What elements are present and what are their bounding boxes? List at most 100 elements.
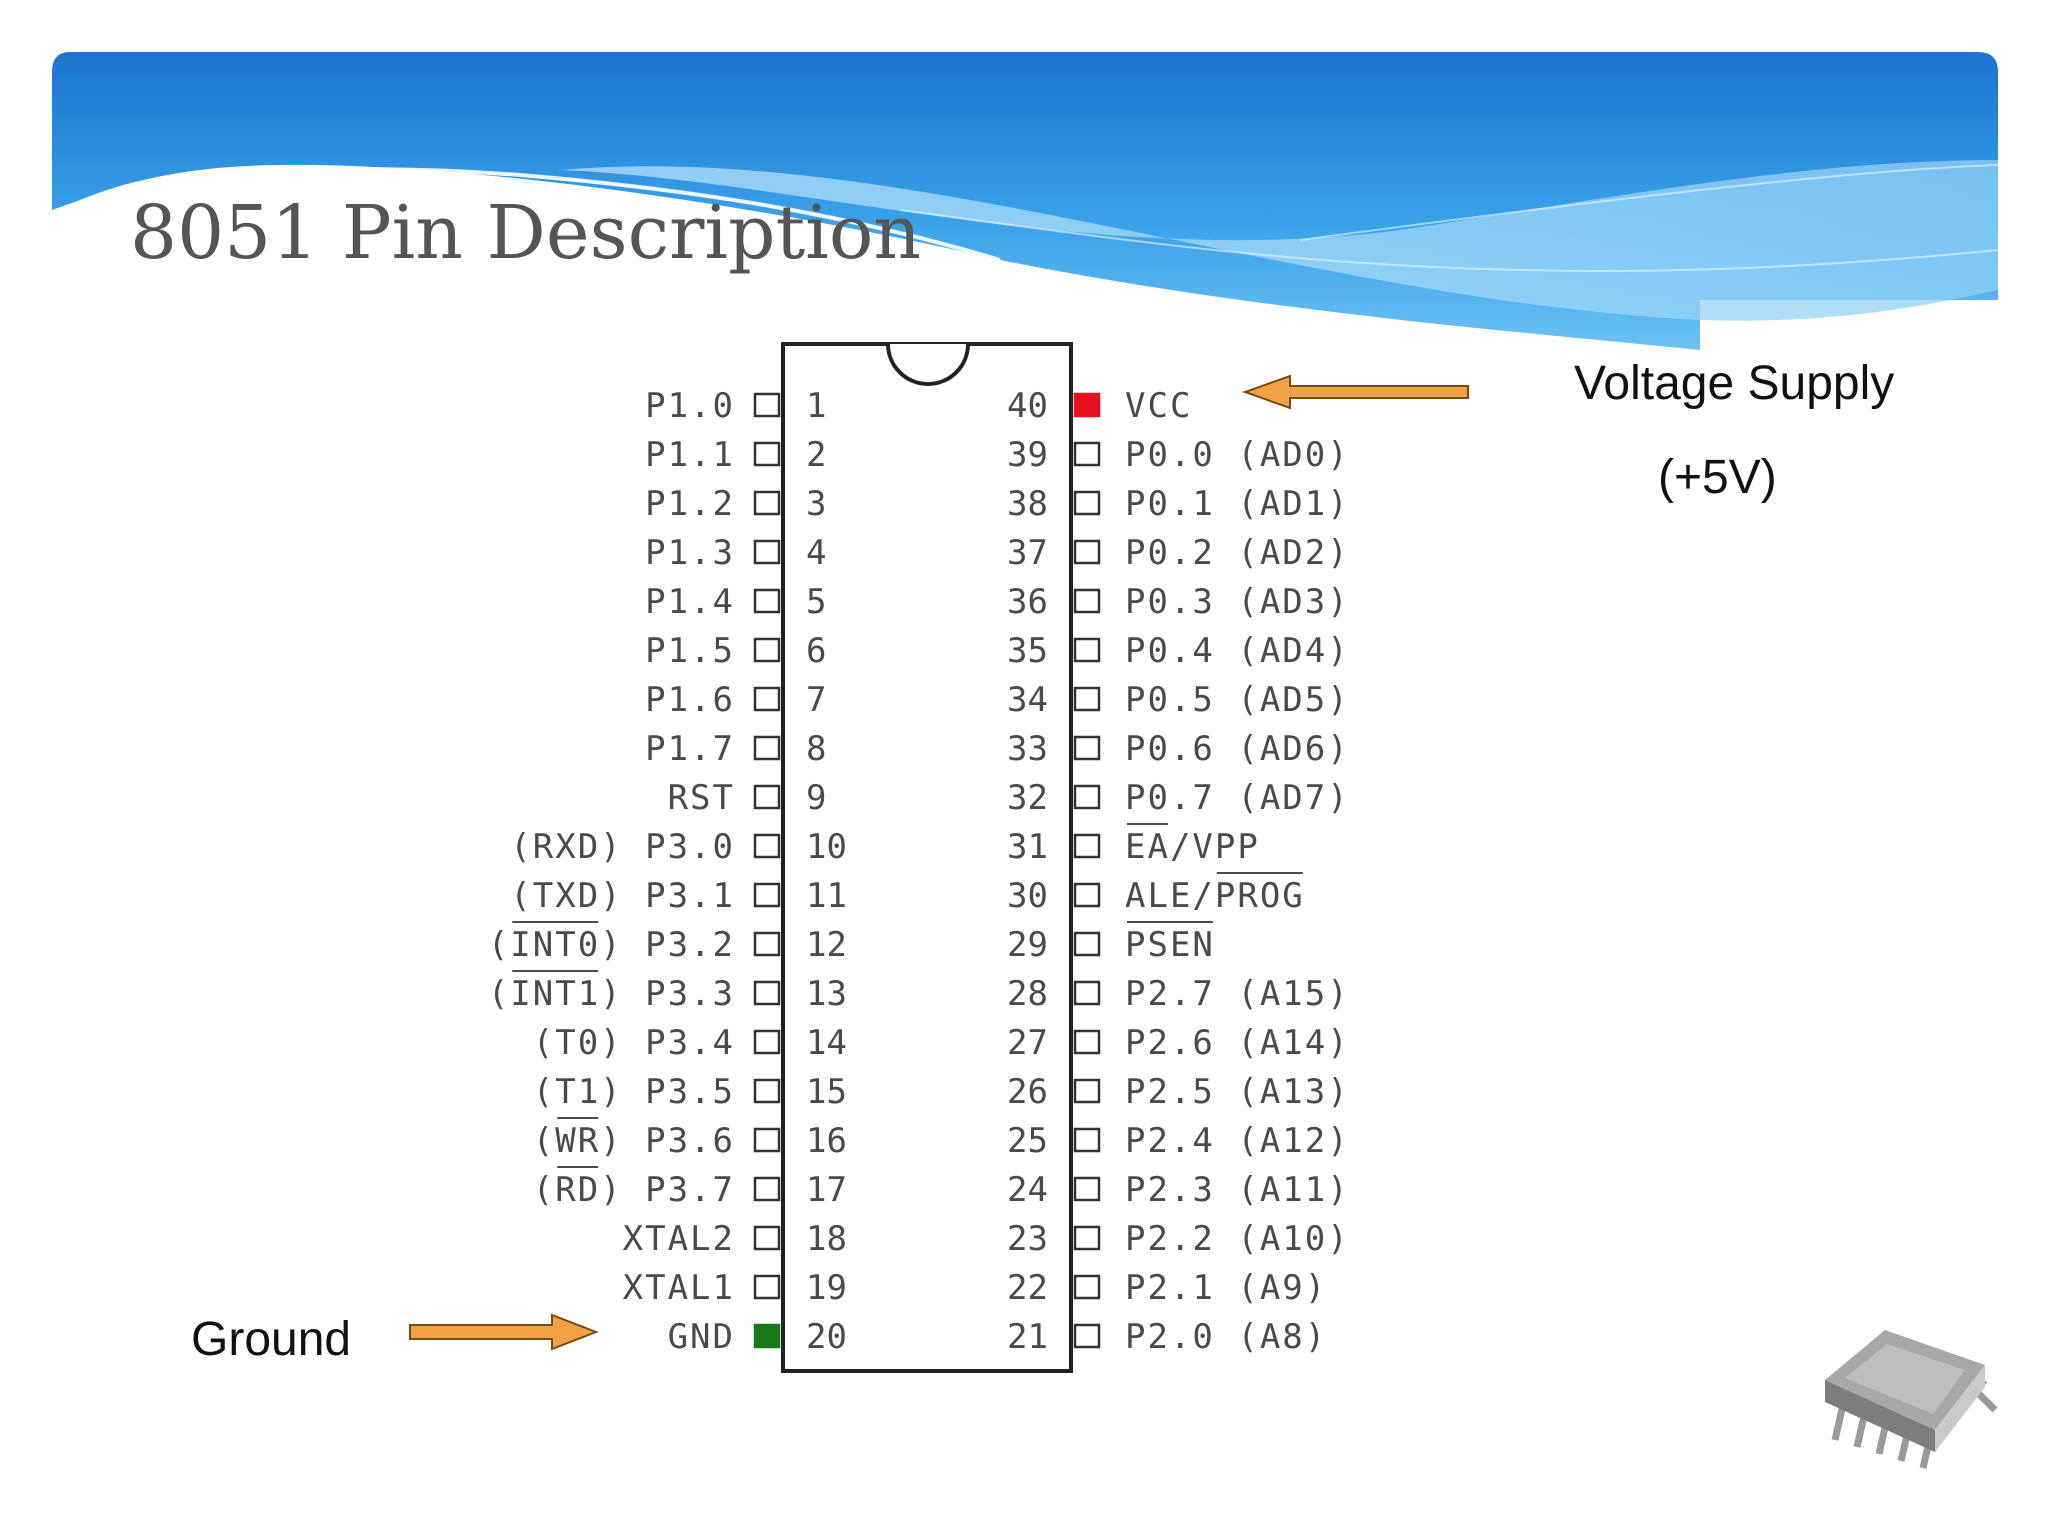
left-pin-label: P1.0 [645, 386, 735, 426]
left-pin-label: P1.5 [645, 631, 735, 671]
chip-icon [1825, 1330, 1998, 1469]
left-pin-number: 20 [806, 1317, 847, 1357]
left-pin-number: 14 [806, 1023, 847, 1063]
left-pin-label: (T1) P3.5 [533, 1072, 735, 1112]
left-pin-number: 1 [806, 386, 826, 426]
right-pin-number: 22 [1007, 1268, 1048, 1308]
right-pin-number: 21 [1007, 1317, 1048, 1357]
right-pin-37-marker [1073, 539, 1101, 565]
left-pin-16-marker [753, 1127, 781, 1153]
left-pin-label: GND [668, 1317, 735, 1357]
vcc-arrow-icon [1242, 374, 1469, 410]
left-pin-number: 4 [806, 533, 826, 573]
left-pin-number: 7 [806, 680, 826, 720]
left-pin-label: (INT0) P3.2 [488, 925, 735, 965]
right-pin-label: P0.1 (AD1) [1125, 484, 1350, 524]
right-pin-label: P0.0 (AD0) [1125, 435, 1350, 475]
right-pin-32-marker [1073, 784, 1101, 810]
left-pin-number: 6 [806, 631, 826, 671]
left-pin-label: P1.7 [645, 729, 735, 769]
right-pin-40-marker [1073, 392, 1101, 418]
right-pin-label: VCC [1125, 386, 1192, 426]
left-pin-2-marker [753, 441, 781, 467]
right-pin-22-marker [1073, 1274, 1101, 1300]
right-pin-number: 30 [1007, 876, 1048, 916]
right-pin-30-marker [1073, 882, 1101, 908]
right-pin-label: P0.2 (AD2) [1125, 533, 1350, 573]
left-pin-label: XTAL1 [623, 1268, 735, 1308]
left-pin-10-marker [753, 833, 781, 859]
right-pin-36-marker [1073, 588, 1101, 614]
right-pin-24-marker [1073, 1176, 1101, 1202]
gnd-arrow-icon [409, 1313, 599, 1351]
right-pin-label: P0.6 (AD6) [1125, 729, 1350, 769]
right-pin-23-marker [1073, 1225, 1101, 1251]
voltage-supply-label: Voltage Supply [1574, 357, 1895, 410]
left-pin-20-marker [753, 1323, 781, 1349]
right-pin-number: 32 [1007, 778, 1048, 818]
left-pin-number: 11 [806, 876, 847, 916]
right-pin-number: 34 [1007, 680, 1048, 720]
left-pin-label: (RD) P3.7 [533, 1170, 735, 1210]
right-pin-31-marker [1073, 833, 1101, 859]
right-pin-label: P0.5 (AD5) [1125, 680, 1350, 720]
left-pin-label: (WR) P3.6 [533, 1121, 735, 1161]
right-pin-25-marker [1073, 1127, 1101, 1153]
right-pin-label: P2.1 (A9) [1125, 1268, 1327, 1308]
right-pin-number: 40 [1007, 386, 1048, 426]
left-pin-1-marker [753, 392, 781, 418]
chip-notch [886, 343, 970, 386]
right-pin-label: P2.6 (A14) [1125, 1023, 1350, 1063]
left-pin-label: P1.1 [645, 435, 735, 475]
left-pin-number: 19 [806, 1268, 847, 1308]
right-pin-label: ALE/PROG [1125, 876, 1305, 916]
right-pin-26-marker [1073, 1078, 1101, 1104]
right-pin-39-marker [1073, 441, 1101, 467]
left-pin-label: P1.6 [645, 680, 735, 720]
right-pin-label: P0.7 (AD7) [1125, 778, 1350, 818]
left-pin-label: (INT1) P3.3 [488, 974, 735, 1014]
left-pin-15-marker [753, 1078, 781, 1104]
right-pin-number: 24 [1007, 1170, 1048, 1210]
voltage-value-label: (+5V) [1658, 451, 1777, 504]
left-pin-12-marker [753, 931, 781, 957]
right-pin-number: 27 [1007, 1023, 1048, 1063]
left-pin-5-marker [753, 588, 781, 614]
left-pin-number: 5 [806, 582, 826, 622]
right-pin-number: 35 [1007, 631, 1048, 671]
left-pin-label: XTAL2 [623, 1219, 735, 1259]
right-pin-21-marker [1073, 1323, 1101, 1349]
left-pin-number: 9 [806, 778, 826, 818]
left-pin-6-marker [753, 637, 781, 663]
left-pin-label: P1.2 [645, 484, 735, 524]
right-pin-label: P2.4 (A12) [1125, 1121, 1350, 1161]
left-pin-17-marker [753, 1176, 781, 1202]
left-pin-3-marker [753, 490, 781, 516]
left-pin-13-marker [753, 980, 781, 1006]
right-pin-number: 28 [1007, 974, 1048, 1014]
right-pin-number: 36 [1007, 582, 1048, 622]
right-pin-number: 26 [1007, 1072, 1048, 1112]
left-pin-14-marker [753, 1029, 781, 1055]
right-pin-number: 33 [1007, 729, 1048, 769]
right-pin-number: 38 [1007, 484, 1048, 524]
left-pin-label: P1.3 [645, 533, 735, 573]
left-pin-label: (T0) P3.4 [533, 1023, 735, 1063]
right-pin-number: 31 [1007, 827, 1048, 867]
left-pin-label: P1.4 [645, 582, 735, 622]
right-pin-label: P2.3 (A11) [1125, 1170, 1350, 1210]
right-pin-label: P2.7 (A15) [1125, 974, 1350, 1014]
left-pin-18-marker [753, 1225, 781, 1251]
left-pin-number: 12 [806, 925, 847, 965]
left-pin-4-marker [753, 539, 781, 565]
left-pin-number: 8 [806, 729, 826, 769]
right-pin-label: EA/VPP [1125, 827, 1260, 867]
right-pin-33-marker [1073, 735, 1101, 761]
left-pin-number: 10 [806, 827, 847, 867]
left-pin-9-marker [753, 784, 781, 810]
left-pin-number: 16 [806, 1121, 847, 1161]
right-pin-label: P0.4 (AD4) [1125, 631, 1350, 671]
right-pin-28-marker [1073, 980, 1101, 1006]
right-pin-number: 39 [1007, 435, 1048, 475]
left-pin-11-marker [753, 882, 781, 908]
